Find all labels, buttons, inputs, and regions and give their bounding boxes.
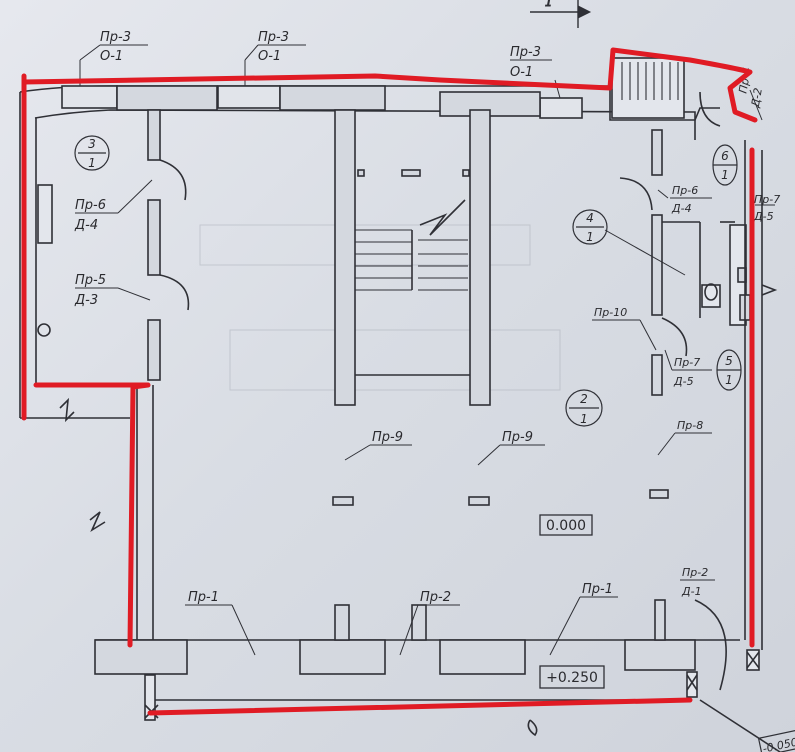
- room-numbers: 3 1 4 1 2 1 5 1 6 1: [88, 137, 733, 426]
- red-highlight-outline: [21, 47, 758, 716]
- room-markers: [74, 135, 742, 427]
- elevation-marks: 0.000 +0.250 -0.050: [539, 514, 795, 752]
- door-label: Пр-7: [674, 356, 700, 369]
- room-number: 2: [580, 392, 588, 406]
- room-subnumber: 1: [88, 156, 96, 170]
- section-mark-label: 1: [545, 0, 552, 9]
- red-outline-step: [33, 382, 151, 648]
- door-label: Пр-2: [682, 566, 708, 579]
- room-number: 6: [721, 149, 729, 163]
- room-2-marker: [565, 389, 603, 427]
- room-number: 4: [586, 211, 594, 225]
- outdoor-elevation: +0.250: [546, 670, 598, 686]
- door-label: Пр-5: [75, 273, 106, 288]
- section-marker: 1: [530, 0, 592, 28]
- room-subnumber: 1: [580, 412, 588, 426]
- door-labels: Пр-6 Д-4 Пр-5 Д-3 Пр-6 Д-4 Пр-7 Д-5 Пр-7…: [74, 66, 780, 598]
- opening-label: Пр-3: [510, 45, 541, 60]
- window-opening-labels: Пр-3 О-1 Пр-3 О-1 Пр-3 О-1: [100, 30, 541, 80]
- room-subnumber: 1: [586, 230, 594, 244]
- red-outline-bottom: [147, 697, 693, 716]
- lintel-label: Пр-1: [188, 590, 219, 605]
- room-subnumber: 1: [725, 373, 733, 387]
- lintel-label: Пр-8: [677, 419, 703, 432]
- door-label: Д-3: [74, 293, 98, 308]
- red-outline-top: [21, 47, 758, 123]
- opening-label: Пр-3: [258, 30, 289, 45]
- floor-elevation: 0.000: [546, 518, 586, 534]
- opening-label: О-1: [258, 49, 281, 64]
- floor-elevation-box: [539, 514, 593, 536]
- lintel-labels: Пр-10 Пр-9 Пр-9 Пр-8 Пр-1 Пр-2 Пр-1: [188, 306, 703, 605]
- door-label: Пр-6: [672, 184, 698, 197]
- room-number: 5: [725, 354, 733, 368]
- door-label: Пр-7: [754, 193, 780, 206]
- door-label: Д-5: [753, 210, 774, 223]
- background-bleed-text: [199, 224, 561, 391]
- door-label: Д-1: [681, 585, 702, 598]
- lintel-label: Пр-2: [420, 590, 451, 605]
- door-label: Д-4: [671, 202, 692, 215]
- lintel-label: Пр-1: [582, 582, 613, 597]
- room-4-marker: [572, 209, 608, 245]
- door-label: Д-2: [749, 87, 765, 110]
- room-number: 3: [88, 137, 96, 151]
- door-label: Пр-6: [75, 198, 106, 213]
- lintel-label: Пр-10: [594, 306, 627, 319]
- room-subnumber: 1: [721, 168, 729, 182]
- opening-label: О-1: [510, 65, 533, 80]
- door-label: Д-5: [673, 375, 694, 388]
- opening-label: Пр-3: [100, 30, 131, 45]
- room-3-marker: [74, 135, 110, 171]
- lintel-label: Пр-9: [372, 430, 403, 445]
- opening-label: О-1: [100, 49, 123, 64]
- leader-lines: [75, 44, 775, 656]
- walls: [19, 57, 781, 752]
- outdoor-elevation-box: [539, 665, 605, 689]
- lintel-label: Пр-9: [502, 430, 533, 445]
- corner-elevation: -0.050: [762, 735, 795, 752]
- door-label: Д-4: [74, 218, 98, 233]
